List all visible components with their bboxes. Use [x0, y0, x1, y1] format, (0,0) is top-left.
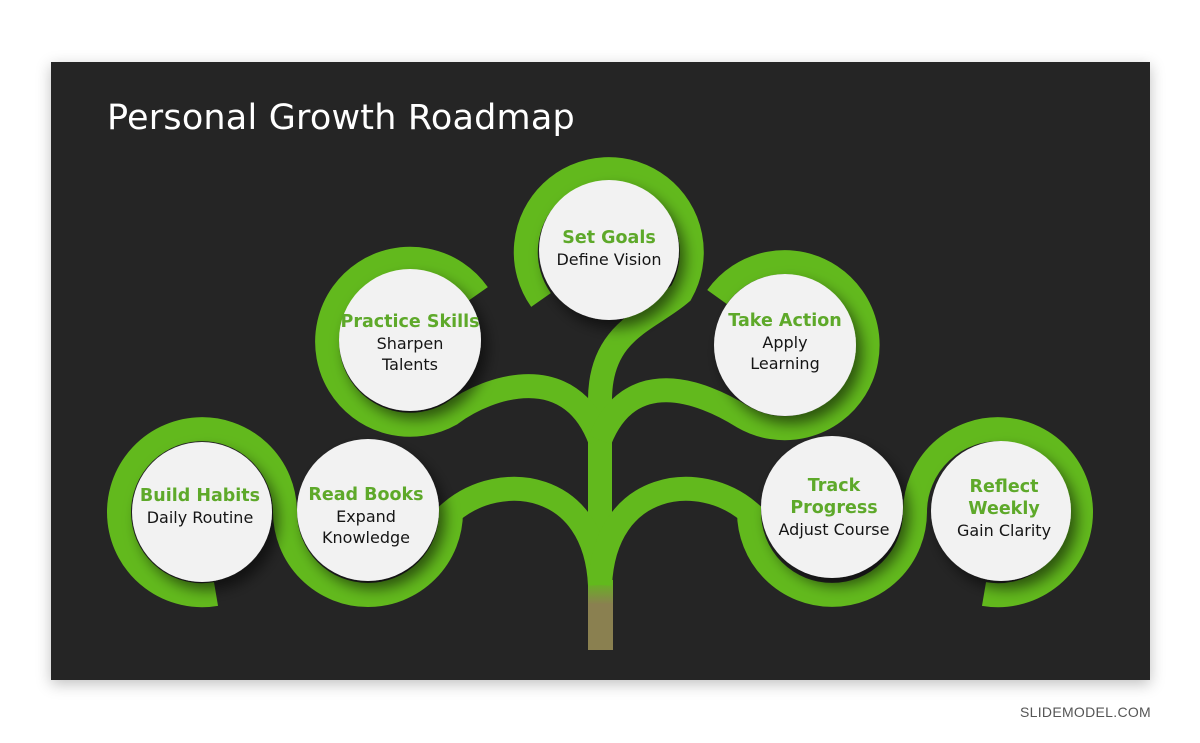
- trunk: [588, 580, 613, 650]
- node-set-goals: Set Goals Define Vision: [538, 177, 680, 319]
- node-read-books: Read Books Expand Knowledge: [295, 445, 437, 587]
- node-heading: Track Progress: [790, 475, 878, 518]
- node-track-progress: Track Progress Adjust Course: [763, 436, 905, 578]
- node-text: Apply Learning: [750, 333, 820, 373]
- node-text: Daily Routine: [146, 507, 254, 527]
- branch-left-lower: [107, 417, 612, 608]
- node-heading: Take Action: [728, 311, 842, 331]
- circle-reflect-weekly: [931, 441, 1071, 581]
- node-build-habits: Build Habits Daily Routine: [129, 435, 271, 577]
- branch-right-lower: [588, 417, 1093, 608]
- circle-practice-skills: [339, 269, 481, 411]
- node-heading: Reflect Weekly: [968, 476, 1040, 519]
- node-text: Gain Clarity: [956, 520, 1052, 540]
- circle-track-progress: [761, 436, 903, 578]
- circle-set-goals: [539, 180, 679, 320]
- node-text: Sharpen Talents: [376, 334, 444, 374]
- node-text: Expand Knowledge: [322, 507, 410, 547]
- node-heading: Build Habits: [139, 485, 261, 506]
- circle-read-books: [297, 439, 439, 581]
- node-take-action: Take Action Apply Learning: [714, 271, 856, 413]
- node-heading: Set Goals: [562, 227, 656, 248]
- branch-set-goals: [513, 157, 704, 585]
- node-practice-skills: Practice Skills Sharpen Talents: [339, 272, 481, 414]
- node-text: Define Vision: [556, 249, 662, 269]
- circle-take-action: [714, 274, 856, 416]
- circle-build-habits: [132, 442, 272, 582]
- node-heading: Practice Skills: [340, 312, 480, 332]
- node-heading: Read Books: [308, 485, 424, 505]
- node-text: Adjust Course: [778, 519, 890, 539]
- footer-brand: SLIDEMODEL.COM: [1020, 704, 1151, 720]
- branch-take-action: [588, 250, 880, 445]
- slide-title: Personal Growth Roadmap: [107, 98, 575, 138]
- branch-practice-skills: [315, 246, 612, 445]
- node-reflect-weekly: Reflect Weekly Gain Clarity: [933, 437, 1075, 579]
